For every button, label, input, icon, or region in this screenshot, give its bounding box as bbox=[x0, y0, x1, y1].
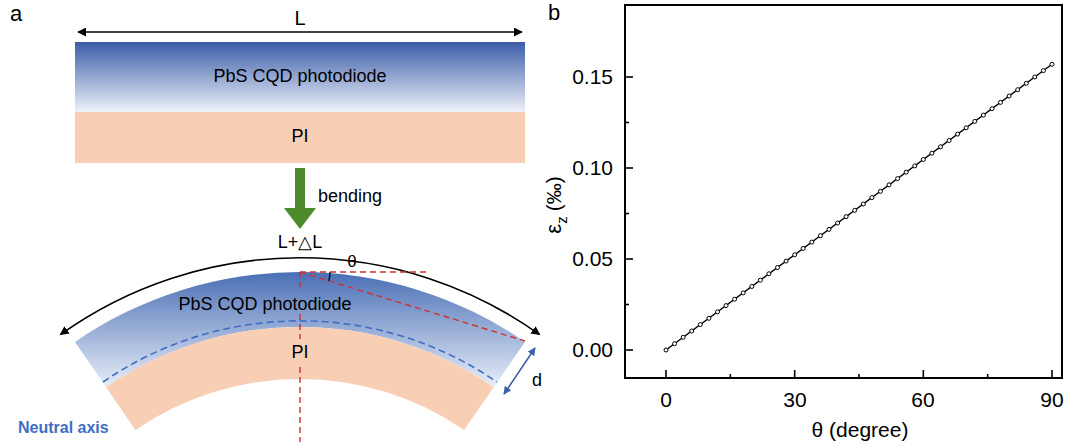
axis-tick bbox=[987, 374, 989, 378]
axis-tick bbox=[625, 304, 629, 306]
data-marker bbox=[776, 266, 780, 270]
data-marker bbox=[930, 151, 934, 155]
data-marker bbox=[904, 170, 908, 174]
data-marker bbox=[947, 139, 951, 143]
layer-label: PI bbox=[291, 127, 308, 147]
dimension-label: L+△L bbox=[278, 233, 323, 253]
data-marker bbox=[844, 215, 848, 219]
axis-title: εz (‰) bbox=[542, 176, 571, 233]
tick-label: 90 bbox=[1040, 388, 1063, 411]
data-marker bbox=[1041, 69, 1045, 73]
data-marker bbox=[827, 227, 831, 231]
layer-label: PbS CQD photodiode bbox=[213, 67, 386, 87]
data-marker bbox=[861, 202, 865, 206]
process-label: bending bbox=[318, 187, 382, 207]
data-marker bbox=[741, 291, 745, 295]
axis-tick bbox=[794, 370, 796, 378]
data-marker bbox=[853, 208, 857, 212]
axis-tick bbox=[1051, 370, 1053, 378]
data-marker bbox=[999, 100, 1003, 104]
data-marker bbox=[878, 189, 882, 193]
axis-tick bbox=[625, 76, 633, 78]
panel-letter: b bbox=[548, 1, 560, 25]
axis-tick bbox=[625, 258, 633, 260]
tick-label: 0.05 bbox=[572, 247, 613, 270]
angle-label: θ bbox=[347, 253, 356, 272]
bent-substrate-layer: PI bbox=[106, 327, 494, 430]
data-marker bbox=[939, 145, 943, 149]
data-marker bbox=[1033, 75, 1037, 79]
data-marker bbox=[990, 107, 994, 111]
data-marker bbox=[716, 310, 720, 314]
tick-label: 60 bbox=[911, 388, 934, 411]
axis-symbol: ε bbox=[541, 224, 566, 234]
data-marker bbox=[784, 259, 788, 263]
tick-label: 0.00 bbox=[572, 338, 613, 361]
data-marker bbox=[887, 183, 891, 187]
data-marker bbox=[956, 132, 960, 136]
data-marker bbox=[1024, 81, 1028, 85]
data-marker bbox=[836, 221, 840, 225]
data-marker bbox=[964, 126, 968, 130]
data-marker bbox=[698, 323, 702, 327]
bending-arrow bbox=[284, 168, 316, 229]
data-marker bbox=[818, 234, 822, 238]
data-marker bbox=[664, 348, 668, 352]
data-marker bbox=[896, 177, 900, 181]
data-line bbox=[666, 64, 1052, 350]
thickness-label: d bbox=[532, 371, 542, 391]
data-marker bbox=[724, 304, 728, 308]
length-arrow bbox=[78, 31, 522, 33]
plot-frame bbox=[625, 5, 1062, 378]
axis-tick bbox=[625, 167, 633, 169]
dimension-label: L bbox=[294, 7, 305, 29]
tick-label: 0.15 bbox=[572, 65, 613, 88]
panel-letter: a bbox=[10, 2, 22, 26]
data-marker bbox=[733, 297, 737, 301]
axis-tick bbox=[923, 370, 925, 378]
data-marker bbox=[1050, 62, 1054, 66]
substrate-layer: PI bbox=[75, 112, 525, 163]
data-marker bbox=[913, 164, 917, 168]
axis-tick bbox=[858, 374, 860, 378]
data-marker bbox=[690, 329, 694, 333]
data-marker bbox=[921, 158, 925, 162]
data-marker bbox=[810, 240, 814, 244]
layer-label: PI bbox=[291, 343, 308, 363]
data-marker bbox=[1016, 88, 1020, 92]
data-marker bbox=[750, 285, 754, 289]
data-marker bbox=[673, 342, 677, 346]
thickness-arrow bbox=[504, 348, 535, 394]
tick-label: 0 bbox=[660, 388, 672, 411]
data-marker bbox=[767, 272, 771, 276]
axis-tick bbox=[665, 370, 667, 378]
angle-arc bbox=[329, 272, 330, 281]
tick-label: 0.10 bbox=[572, 156, 613, 179]
data-marker bbox=[973, 119, 977, 123]
neutral-axis bbox=[103, 321, 497, 382]
data-marker bbox=[758, 278, 762, 282]
tick-label: 30 bbox=[783, 388, 806, 411]
axis-tick bbox=[625, 349, 633, 351]
data-marker bbox=[870, 196, 874, 200]
angle-guides bbox=[300, 272, 525, 442]
axis-unit: (‰) bbox=[542, 176, 565, 211]
data-marker bbox=[793, 253, 797, 257]
axis-tick bbox=[625, 122, 629, 124]
axis-title: θ (degree) bbox=[812, 418, 909, 441]
data-marker bbox=[981, 113, 985, 117]
data-marker bbox=[1007, 94, 1011, 98]
axis-subscript: z bbox=[553, 216, 570, 224]
layer-label: PbS CQD photodiode bbox=[178, 295, 351, 315]
data-marker bbox=[681, 335, 685, 339]
data-marker bbox=[707, 316, 711, 320]
axis-tick bbox=[625, 213, 629, 215]
data-marker bbox=[801, 246, 805, 250]
photodiode-layer: PbS CQD photodiode bbox=[75, 42, 525, 112]
axis-name: Neutral axis bbox=[18, 419, 109, 437]
axis-tick bbox=[730, 374, 732, 378]
